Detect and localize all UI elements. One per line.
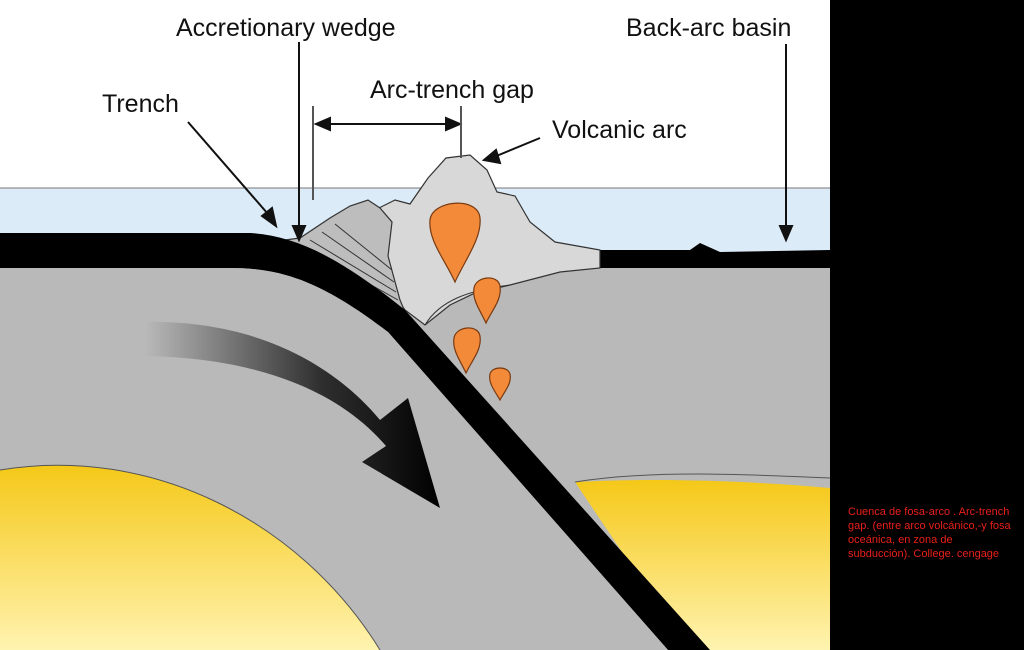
arc-trench-gap-label: Arc-trench gap bbox=[370, 76, 534, 104]
image-caption: Cuenca de fosa-arco . Arc-trench gap. (e… bbox=[848, 506, 1011, 560]
plate-motion-arrow bbox=[145, 321, 440, 508]
arc-trench-gap-arrowhead-left bbox=[313, 116, 331, 132]
volcanic-arc-label: Volcanic arc bbox=[552, 116, 687, 144]
magma-blob-upper bbox=[473, 277, 501, 325]
trench-pointer bbox=[187, 121, 269, 215]
subducting-slab bbox=[0, 268, 668, 650]
asthenosphere-left bbox=[0, 465, 380, 650]
subduction-zone-diagram: Accretionary wedge Back-arc basin Arc-tr… bbox=[0, 0, 830, 650]
slab-lower-boundary bbox=[0, 464, 381, 650]
trench-label: Trench bbox=[102, 90, 179, 118]
magma-chamber-large bbox=[429, 202, 481, 284]
volcanic-arc-arrowhead bbox=[481, 148, 502, 165]
subducting-lithosphere bbox=[0, 233, 710, 650]
overriding-plate-crust bbox=[530, 243, 830, 268]
back-arc-basin-label: Back-arc basin bbox=[626, 14, 791, 42]
magma-blob-middle bbox=[453, 327, 481, 375]
trench-arrowhead bbox=[260, 206, 278, 229]
accretionary-wedge-label: Accretionary wedge bbox=[176, 14, 396, 42]
back-arc-basin-arrowhead bbox=[778, 225, 794, 243]
volcanic-arc-pointer bbox=[493, 137, 541, 158]
arc-trench-gap-arrowhead-right bbox=[445, 116, 463, 132]
accretionary-wedge-arrowhead bbox=[291, 225, 307, 243]
asthenosphere-right bbox=[575, 480, 830, 650]
lithosphere-boundary-right bbox=[574, 473, 830, 483]
magma-blob-lower bbox=[489, 367, 511, 402]
